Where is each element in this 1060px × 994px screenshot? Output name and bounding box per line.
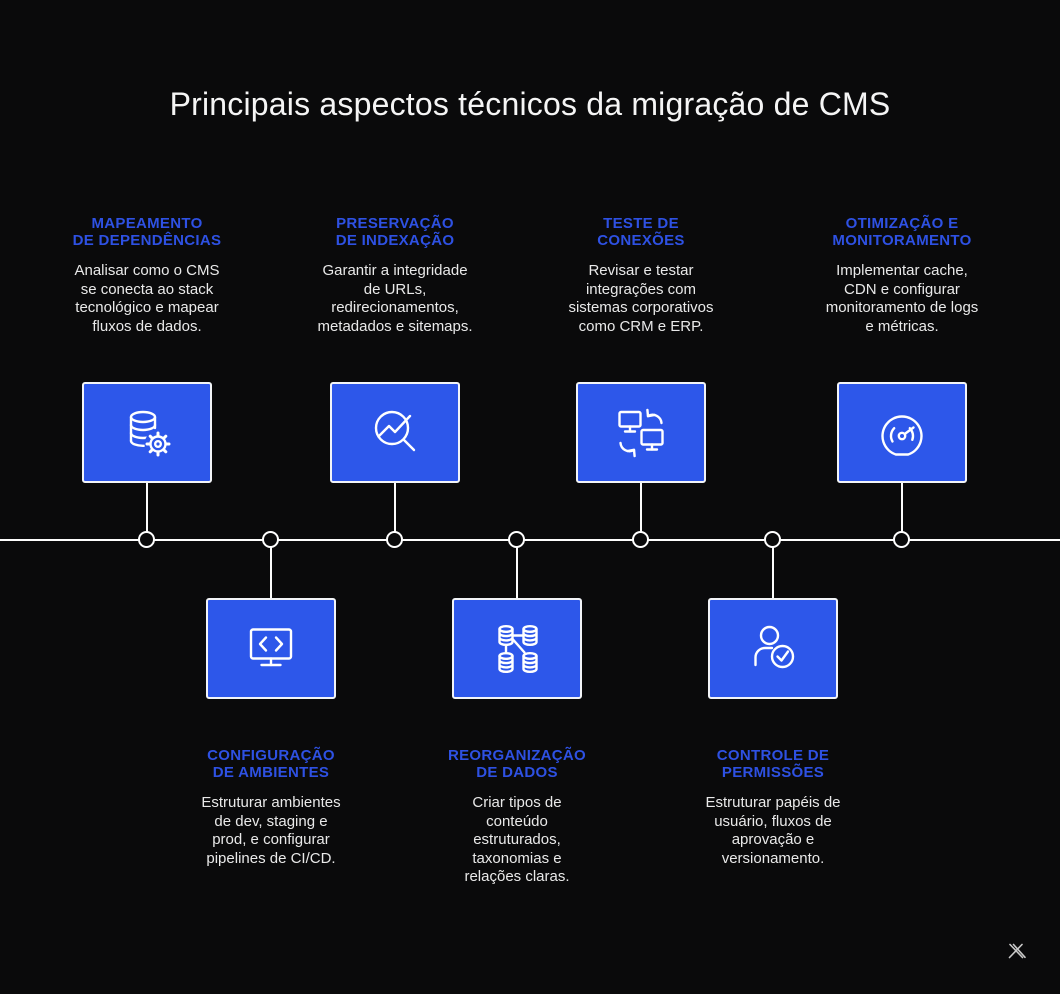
timeline-node (632, 531, 649, 548)
topic-description: Criar tipos de conteúdo estruturados, ta… (464, 794, 570, 885)
page-title: Principais aspectos técnicos da migração… (169, 86, 891, 122)
topic-preservacao-de-indexacao: PRESERVAÇÃO DE INDEXAÇÃO Garantir a inte… (275, 215, 515, 336)
user-check-icon (708, 598, 838, 699)
topic-otimizacao-e-monitoramento: OTIMIZAÇÃO E MONITORAMENTO Implementar c… (782, 215, 1022, 336)
gauge-icon (837, 382, 967, 483)
topic-heading: OTIMIZAÇÃO E MONITORAMENTO (832, 215, 972, 249)
search-trend-icon (330, 382, 460, 483)
monitors-sync-icon (576, 382, 706, 483)
timeline-connector (270, 541, 272, 598)
timeline-node (893, 531, 910, 548)
topic-teste-de-conexoes: TESTE DE CONEXÕES Revisar e testar integ… (521, 215, 761, 336)
timeline-connector (146, 483, 148, 540)
timeline-connector (901, 483, 903, 540)
timeline-connector (640, 483, 642, 540)
topic-description: Implementar cache, CDN e configurar moni… (825, 262, 979, 335)
topic-description: Revisar e testar integrações com sistema… (568, 262, 714, 335)
timeline-node (138, 531, 155, 548)
topic-configuracao-de-ambientes: CONFIGURAÇÃO DE AMBIENTES Estruturar amb… (151, 747, 391, 868)
topic-description: Garantir a integridade de URLs, redireci… (317, 262, 473, 335)
topic-controle-de-permissoes: CONTROLE DE PERMISSÕES Estruturar papéis… (653, 747, 893, 868)
topic-reorganizacao-de-dados: REORGANIZAÇÃO DE DADOS Criar tipos de co… (397, 747, 637, 887)
timeline-axis (0, 539, 1060, 541)
topic-heading: TESTE DE CONEXÕES (597, 215, 685, 249)
monitor-code-icon (206, 598, 336, 699)
timeline-connector (516, 541, 518, 598)
topic-description: Estruturar ambientes de dev, staging e p… (201, 794, 341, 867)
timeline-node (386, 531, 403, 548)
timeline-node (764, 531, 781, 548)
topic-heading: CONTROLE DE PERMISSÕES (716, 747, 830, 781)
topic-heading: MAPEAMENTO DE DEPENDÊNCIAS (72, 215, 222, 249)
x-logo-icon (1006, 940, 1028, 962)
topic-heading: CONFIGURAÇÃO DE AMBIENTES (207, 747, 335, 781)
database-gear-icon (82, 382, 212, 483)
timeline-connector (772, 541, 774, 598)
topic-heading: PRESERVAÇÃO DE INDEXAÇÃO (335, 215, 455, 249)
topic-description: Estruturar papéis de usuário, fluxos de … (705, 794, 841, 867)
topic-description: Analisar como o CMS se conecta ao stack … (74, 262, 220, 335)
topic-heading: REORGANIZAÇÃO DE DADOS (447, 747, 587, 781)
timeline-node (508, 531, 525, 548)
database-network-icon (452, 598, 582, 699)
topic-mapeamento-de-dependencias: MAPEAMENTO DE DEPENDÊNCIAS Analisar como… (27, 215, 267, 336)
timeline-node (262, 531, 279, 548)
timeline-connector (394, 483, 396, 540)
